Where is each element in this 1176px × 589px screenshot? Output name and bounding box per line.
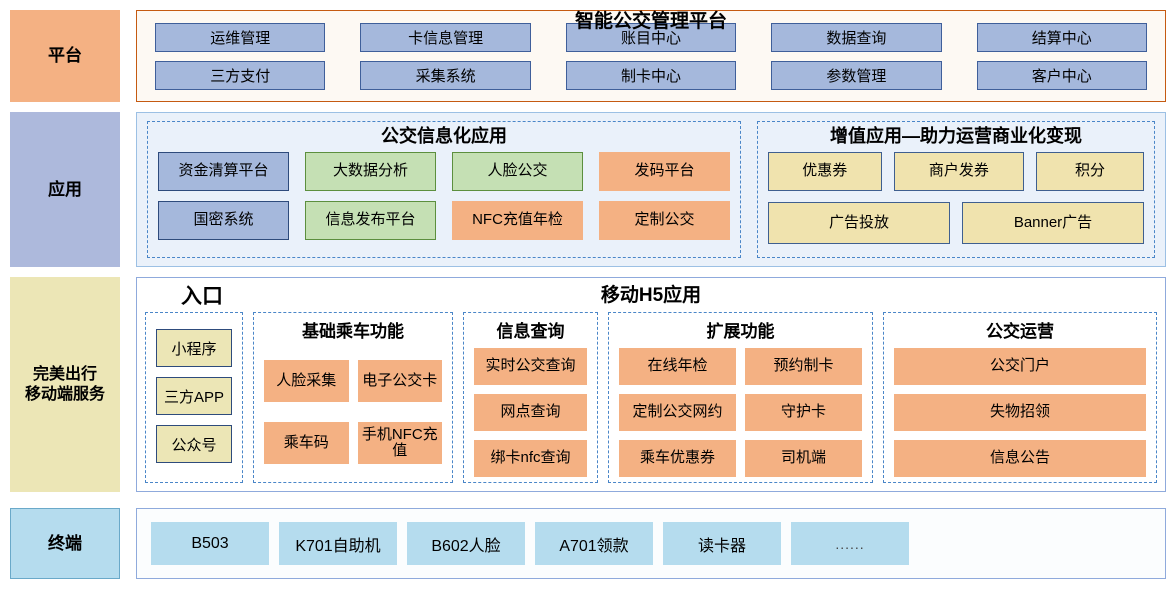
- bus-informatization-grid: 资金清算平台 大数据分析 人脸公交 发码平台 国密系统 信息发布平台 NFC充值…: [158, 151, 730, 240]
- app-item-ad-placement[interactable]: 广告投放: [768, 201, 950, 244]
- mobile-h5-body: 入口 移动H5应用 小程序 三方APP 公众号 基础乘车功能 人脸采集 电子公交…: [136, 277, 1166, 492]
- terminal-item-b602[interactable]: B602人脸: [407, 522, 525, 565]
- app-item-coupon[interactable]: 优惠券: [768, 151, 882, 191]
- app-item-info-publishing[interactable]: 信息发布平台: [305, 200, 436, 240]
- app-item-custom-bus[interactable]: 定制公交: [599, 200, 730, 240]
- terminal-container: B503 K701自助机 B602人脸 A701领款 读卡器 ......: [136, 508, 1166, 579]
- group-title-bus-informatization: 公交信息化应用: [381, 126, 507, 146]
- platform-item[interactable]: 账目中心: [565, 22, 737, 52]
- value-added-row-1: 优惠券 商户发券 积分: [768, 151, 1144, 191]
- entry-item-third-party-app[interactable]: 三方APP: [156, 377, 232, 415]
- entry-item-public-account[interactable]: 公众号: [156, 425, 232, 463]
- mobile-h5-title: 移动H5应用: [600, 285, 702, 306]
- app-item-banner-ad[interactable]: Banner广告: [962, 201, 1144, 244]
- row-label-terminal: 终端: [10, 508, 120, 579]
- ext-item-custom-bus-booking[interactable]: 定制公交网约: [619, 394, 736, 431]
- ops-item-bus-portal[interactable]: 公交门户: [894, 348, 1146, 385]
- basic-item-ride-code[interactable]: 乘车码: [264, 422, 349, 464]
- platform-item[interactable]: 结算中心: [976, 22, 1147, 52]
- platform-grid: 运维管理 卡信息管理 账目中心 数据查询 结算中心 三方支付 采集系统 制卡中心…: [155, 22, 1147, 90]
- row-label-mobile-services: 完美出行 移动端服务: [10, 277, 120, 492]
- ops-item-lost-and-found[interactable]: 失物招领: [894, 394, 1146, 431]
- group-value-added: 增值应用—助力运营商业化变现 优惠券 商户发券 积分 广告投放 Banner广告: [757, 121, 1155, 258]
- application-container: 公交信息化应用 资金清算平台 大数据分析 人脸公交 发码平台 国密系统 信息发布…: [136, 112, 1166, 267]
- platform-body: 智能公交管理平台 运维管理 卡信息管理 账目中心 数据查询 结算中心 三方支付 …: [136, 10, 1166, 102]
- query-item-bound-nfc[interactable]: 绑卡nfc查询: [474, 440, 587, 477]
- platform-item[interactable]: 制卡中心: [565, 60, 737, 90]
- column-entry: 小程序 三方APP 公众号: [145, 312, 243, 483]
- column-title-basic-ride: 基础乘车功能: [302, 322, 404, 341]
- platform-container: 运维管理 卡信息管理 账目中心 数据查询 结算中心 三方支付 采集系统 制卡中心…: [136, 10, 1166, 102]
- ext-item-card-reservation[interactable]: 预约制卡: [745, 348, 862, 385]
- mobile-h5-layer-row: 完美出行 移动端服务 入口 移动H5应用 小程序 三方APP 公众号 基础乘车功…: [0, 277, 1176, 492]
- basic-item-face-collection[interactable]: 人脸采集: [264, 360, 349, 402]
- basic-ride-grid: 人脸采集 电子公交卡 乘车码 手机NFC充值: [264, 348, 442, 476]
- column-extended-functions: 扩展功能 在线年检 预约制卡 定制公交网约 守护卡 乘车优惠券 司机端: [608, 312, 873, 483]
- extended-functions-grid: 在线年检 预约制卡 定制公交网约 守护卡 乘车优惠券 司机端: [619, 348, 862, 477]
- platform-item[interactable]: 参数管理: [771, 60, 942, 90]
- ext-item-driver-client[interactable]: 司机端: [745, 440, 862, 477]
- terminal-body: B503 K701自助机 B602人脸 A701领款 读卡器 ......: [136, 508, 1166, 579]
- query-item-realtime-bus[interactable]: 实时公交查询: [474, 348, 587, 385]
- basic-item-e-bus-card[interactable]: 电子公交卡: [357, 360, 442, 402]
- terminal-item-b503[interactable]: B503: [151, 522, 269, 565]
- entry-item-miniprogram[interactable]: 小程序: [156, 329, 232, 367]
- platform-item[interactable]: 运维管理: [155, 22, 326, 52]
- application-layer-row: 应用 公交信息化应用 资金清算平台 大数据分析 人脸公交 发码平台 国密系统 信…: [0, 112, 1176, 267]
- column-info-query: 信息查询 实时公交查询 网点查询 绑卡nfc查询: [463, 312, 598, 483]
- terminal-item-card-reader[interactable]: 读卡器: [663, 522, 781, 565]
- app-item-merchant-coupon[interactable]: 商户发券: [893, 151, 1025, 191]
- entry-section-title: 入口: [181, 285, 223, 308]
- group-title-value-added: 增值应用—助力运营商业化变现: [830, 126, 1082, 146]
- app-item-code-issuing[interactable]: 发码平台: [599, 151, 730, 191]
- info-query-grid: 实时公交查询 网点查询 绑卡nfc查询: [474, 348, 587, 477]
- terminal-item-more[interactable]: ......: [791, 522, 909, 565]
- app-item-sm-crypto[interactable]: 国密系统: [158, 200, 289, 240]
- row-label-application: 应用: [10, 112, 120, 267]
- terminal-item-a701[interactable]: A701领款: [535, 522, 653, 565]
- mobile-h5-container: 入口 移动H5应用 小程序 三方APP 公众号 基础乘车功能 人脸采集 电子公交…: [136, 277, 1166, 492]
- ops-item-announcements[interactable]: 信息公告: [894, 440, 1146, 477]
- platform-layer-row: 平台 智能公交管理平台 运维管理 卡信息管理 账目中心 数据查询 结算中心 三方…: [0, 10, 1176, 102]
- app-item-face-bus[interactable]: 人脸公交: [452, 151, 583, 191]
- bus-operations-grid: 公交门户 失物招领 信息公告: [894, 348, 1146, 477]
- terminal-layer-row: 终端 B503 K701自助机 B602人脸 A701领款 读卡器 ......: [0, 508, 1176, 579]
- query-item-outlets[interactable]: 网点查询: [474, 394, 587, 431]
- column-title-bus-operations: 公交运营: [986, 322, 1054, 341]
- platform-item[interactable]: 卡信息管理: [360, 22, 531, 52]
- platform-item[interactable]: 三方支付: [155, 60, 326, 90]
- ext-item-online-inspection[interactable]: 在线年检: [619, 348, 736, 385]
- value-added-row-2: 广告投放 Banner广告: [768, 201, 1144, 244]
- platform-item[interactable]: 采集系统: [360, 60, 531, 90]
- row-label-line-2: 移动端服务: [24, 385, 105, 403]
- app-item-capital-clearing[interactable]: 资金清算平台: [158, 151, 289, 191]
- basic-item-phone-nfc-recharge[interactable]: 手机NFC充值: [357, 422, 442, 464]
- app-item-big-data[interactable]: 大数据分析: [305, 151, 436, 191]
- column-bus-operations: 公交运营 公交门户 失物招领 信息公告: [883, 312, 1157, 483]
- platform-item[interactable]: 数据查询: [771, 22, 942, 52]
- app-item-nfc-recharge[interactable]: NFC充值年检: [452, 200, 583, 240]
- ext-item-guardian-card[interactable]: 守护卡: [745, 394, 862, 431]
- column-basic-ride: 基础乘车功能 人脸采集 电子公交卡 乘车码 手机NFC充值: [253, 312, 453, 483]
- row-label-line-1: 完美出行: [32, 365, 97, 383]
- ext-item-ride-coupon[interactable]: 乘车优惠券: [619, 440, 736, 477]
- column-title-extended-functions: 扩展功能: [706, 322, 775, 341]
- app-item-points[interactable]: 积分: [1036, 151, 1144, 191]
- application-body: 公交信息化应用 资金清算平台 大数据分析 人脸公交 发码平台 国密系统 信息发布…: [136, 112, 1166, 267]
- terminal-item-k701[interactable]: K701自助机: [279, 522, 397, 565]
- row-label-platform: 平台: [10, 10, 120, 102]
- column-title-info-query: 信息查询: [496, 322, 565, 341]
- group-bus-informatization: 公交信息化应用 资金清算平台 大数据分析 人脸公交 发码平台 国密系统 信息发布…: [147, 121, 741, 258]
- platform-item[interactable]: 客户中心: [976, 60, 1147, 90]
